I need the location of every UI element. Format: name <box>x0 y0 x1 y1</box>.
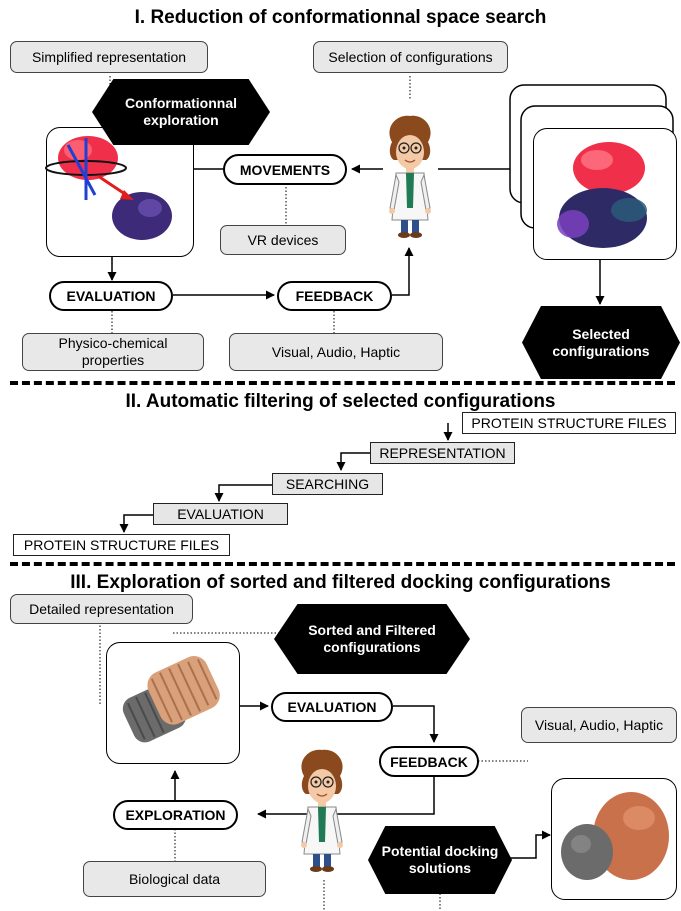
evaluation-step: EVALUATION <box>153 503 288 525</box>
selection-of-configurations-box: Selection of configurations <box>313 41 508 73</box>
section3-title: III. Exploration of sorted and filtered … <box>70 572 611 593</box>
scientist-figure-section1 <box>388 115 432 239</box>
potential-solutions-hexagon: Potential docking solutions <box>368 826 512 894</box>
section-separator-2 <box>10 562 675 566</box>
evaluation-pill-section3: EVALUATION <box>271 692 393 722</box>
protein-fibril-image <box>122 656 220 743</box>
representation-step: REPRESENTATION <box>370 442 515 464</box>
feedback-channels-box-section3: Visual, Audio, Haptic <box>521 707 677 743</box>
feedback-pill-section3: FEEDBACK <box>379 746 479 777</box>
section-separator-1 <box>10 381 675 385</box>
protein-structure-files-output: PROTEIN STRUCTURE FILES <box>13 534 230 556</box>
section2-connectors <box>119 423 453 533</box>
evaluation-pill-section1: EVALUATION <box>49 281 173 311</box>
protein-complex-selected-image <box>557 142 647 248</box>
section2-title: II. Automatic filtering of selected conf… <box>125 391 556 412</box>
simplified-representation-box: Simplified representation <box>10 41 208 73</box>
conformational-exploration-hexagon: Conformationnal exploration <box>92 79 270 145</box>
vr-devices-box: VR devices <box>220 225 346 255</box>
selected-configurations-hexagon: Selected configurations <box>522 306 680 379</box>
detailed-representation-box: Detailed representation <box>10 594 193 624</box>
physico-chemical-box: Physico-chemical properties <box>22 333 204 371</box>
movements-pill: MOVEMENTS <box>223 154 347 185</box>
feedback-channels-box-section1: Visual, Audio, Haptic <box>229 333 443 371</box>
scientist-figure-section3 <box>300 749 344 873</box>
searching-step: SEARCHING <box>272 473 383 495</box>
section1-title: I. Reduction of conformationnal space se… <box>134 7 547 28</box>
feedback-pill-section1: FEEDBACK <box>277 281 392 311</box>
protein-structure-files-input: PROTEIN STRUCTURE FILES <box>462 412 676 434</box>
protein-complex-section1-image <box>46 136 172 240</box>
docking-solution-image <box>561 792 669 880</box>
biological-data-box: Biological data <box>83 861 266 897</box>
sorted-filtered-hexagon: Sorted and Filtered configurations <box>274 604 470 674</box>
exploration-pill: EXPLORATION <box>113 800 238 830</box>
